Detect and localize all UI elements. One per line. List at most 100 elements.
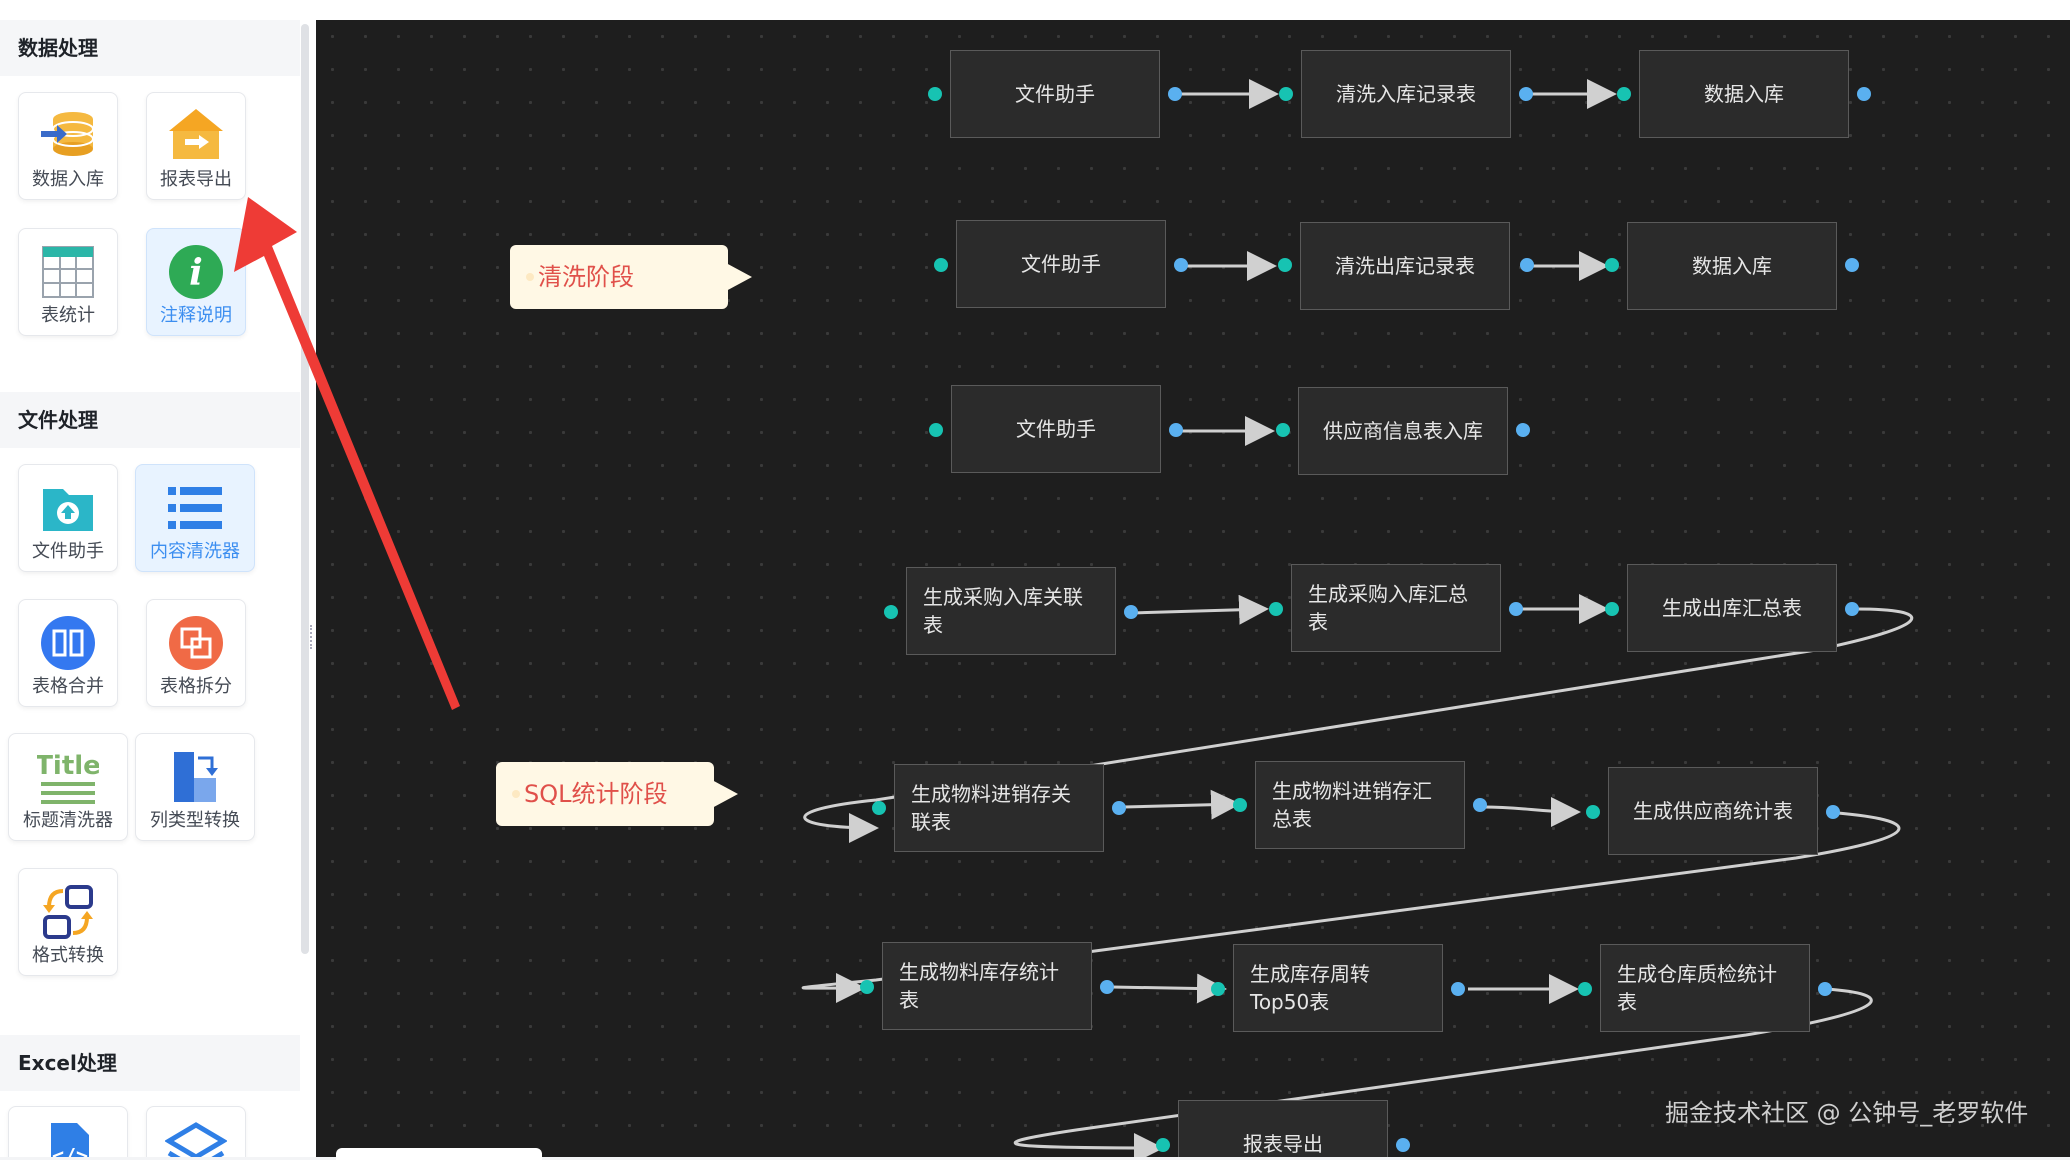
panel-resize-handle[interactable] (310, 625, 314, 649)
tool-file-helper[interactable]: 文件助手 (18, 464, 118, 572)
output-port[interactable] (1519, 87, 1533, 101)
input-port[interactable] (1605, 258, 1619, 272)
input-port[interactable] (1586, 805, 1600, 819)
top-bar (0, 0, 2070, 20)
flow-node[interactable]: 生成物料库存统计表 (882, 942, 1092, 1030)
edge[interactable] (801, 811, 1901, 1004)
flow-node[interactable]: 生成物料进销存关联表 (894, 764, 1104, 852)
output-port[interactable] (1520, 258, 1534, 272)
flow-node[interactable]: 文件助手 (956, 220, 1166, 308)
split-icon (169, 616, 223, 670)
tool-excel-code[interactable]: </> (8, 1106, 128, 1157)
node-label: 生成仓库质检统计表 (1617, 962, 1777, 1014)
flow-canvas[interactable]: 清洗阶段 SQL统计阶段 文件助手 清洗入库记录表 数据入库 文件助手 清洗出库… (316, 20, 2070, 1157)
tool-label: 文件助手 (32, 541, 104, 562)
output-port[interactable] (1174, 258, 1188, 272)
tool-format-convert[interactable]: 格式转换 (18, 868, 118, 976)
output-port[interactable] (1845, 602, 1859, 616)
input-port[interactable] (1617, 87, 1631, 101)
output-port[interactable] (1396, 1138, 1410, 1152)
info-icon: i (169, 245, 223, 299)
flow-node[interactable]: 报表导出 (1178, 1100, 1388, 1157)
tool-excel-layers[interactable] (146, 1106, 246, 1157)
edge[interactable] (1481, 796, 1581, 827)
flow-node[interactable]: 生成库存周转Top50表 (1233, 944, 1443, 1032)
output-port[interactable] (1818, 982, 1832, 996)
node-label: 供应商信息表入库 (1323, 419, 1483, 443)
stage-callout-sql[interactable]: SQL统计阶段 (496, 762, 738, 826)
flow-node[interactable]: 生成采购入库关联表 (906, 567, 1116, 655)
output-port[interactable] (1100, 980, 1114, 994)
edge[interactable] (1131, 594, 1269, 625)
node-label: 生成采购入库关联表 (923, 585, 1083, 637)
input-port[interactable] (1211, 982, 1225, 996)
stage-callout-cleaning[interactable]: 清洗阶段 (510, 245, 752, 309)
output-port[interactable] (1516, 423, 1530, 437)
node-label: 生成物料库存统计表 (899, 960, 1059, 1012)
input-port[interactable] (884, 605, 898, 619)
flow-node[interactable]: 生成出库汇总表 (1627, 564, 1837, 652)
input-port[interactable] (1156, 1138, 1170, 1152)
output-port[interactable] (1169, 423, 1183, 437)
input-port[interactable] (928, 87, 942, 101)
output-port[interactable] (1124, 605, 1138, 619)
flow-node[interactable]: 生成仓库质检统计表 (1600, 944, 1810, 1032)
input-port[interactable] (1578, 982, 1592, 996)
node-label: 清洗出库记录表 (1335, 254, 1475, 278)
callout-dot (526, 273, 534, 281)
tool-data-import[interactable]: 数据入库 (18, 92, 118, 200)
flow-node[interactable]: 生成供应商统计表 (1608, 767, 1818, 855)
tool-content-cleaner[interactable]: 内容清洗器 (135, 464, 255, 572)
tool-title-cleaner[interactable]: Title 标题清洗器 (8, 733, 128, 841)
output-port[interactable] (1473, 798, 1487, 812)
tool-table-stats[interactable]: 表统计 (18, 228, 118, 336)
edge[interactable] (1111, 973, 1227, 1004)
folder-upload-icon (43, 489, 93, 531)
input-port[interactable] (1276, 423, 1290, 437)
flow-node[interactable]: 数据入库 (1639, 50, 1849, 138)
flow-node[interactable]: 文件助手 (950, 50, 1160, 138)
tool-column-type-convert[interactable]: 列类型转换 (135, 733, 255, 841)
flow-node[interactable]: 生成采购入库汇总表 (1291, 564, 1501, 652)
output-port[interactable] (1451, 982, 1465, 996)
section-header-excel-processing: Excel处理 (0, 1035, 300, 1091)
input-port[interactable] (860, 980, 874, 994)
flow-node[interactable]: 文件助手 (951, 385, 1161, 473)
sidebar-scrollbar[interactable] (301, 24, 309, 954)
output-port[interactable] (1826, 805, 1840, 819)
svg-text:Title: Title (37, 751, 99, 781)
output-port[interactable] (1168, 87, 1182, 101)
tool-report-export[interactable]: 报表导出 (146, 92, 246, 200)
input-port[interactable] (1269, 602, 1283, 616)
input-port[interactable] (1278, 258, 1292, 272)
output-port[interactable] (1112, 801, 1126, 815)
input-port[interactable] (1279, 87, 1293, 101)
output-port[interactable] (1845, 258, 1859, 272)
node-label: 文件助手 (1016, 417, 1096, 441)
flow-node[interactable]: 清洗入库记录表 (1301, 50, 1511, 138)
flow-node[interactable]: 数据入库 (1627, 222, 1837, 310)
output-port[interactable] (1857, 87, 1871, 101)
node-label: 文件助手 (1015, 82, 1095, 106)
edge[interactable] (1013, 987, 1873, 1157)
node-label: 文件助手 (1021, 252, 1101, 276)
node-palette-sidebar: 数据处理 数据入库 报表导出 表统计 (0, 20, 316, 1157)
input-port[interactable] (934, 258, 948, 272)
flow-node[interactable]: 供应商信息表入库 (1298, 387, 1508, 475)
node-label: 数据入库 (1692, 254, 1772, 278)
tool-label: 表格合并 (32, 676, 104, 697)
output-port[interactable] (1509, 602, 1523, 616)
tool-label: 注释说明 (160, 305, 232, 326)
tool-table-merge[interactable]: 表格合并 (18, 599, 118, 707)
flow-node[interactable]: 生成物料进销存汇总表 (1255, 761, 1465, 849)
input-port[interactable] (1605, 602, 1619, 616)
edge[interactable] (803, 607, 1914, 843)
tool-table-split[interactable]: 表格拆分 (146, 599, 246, 707)
input-port[interactable] (929, 423, 943, 437)
edge[interactable] (1123, 789, 1241, 820)
tool-annotation[interactable]: i 注释说明 (146, 228, 246, 336)
input-port[interactable] (872, 801, 886, 815)
input-port[interactable] (1233, 798, 1247, 812)
format-convert-icon (43, 885, 93, 939)
flow-node[interactable]: 清洗出库记录表 (1300, 222, 1510, 310)
